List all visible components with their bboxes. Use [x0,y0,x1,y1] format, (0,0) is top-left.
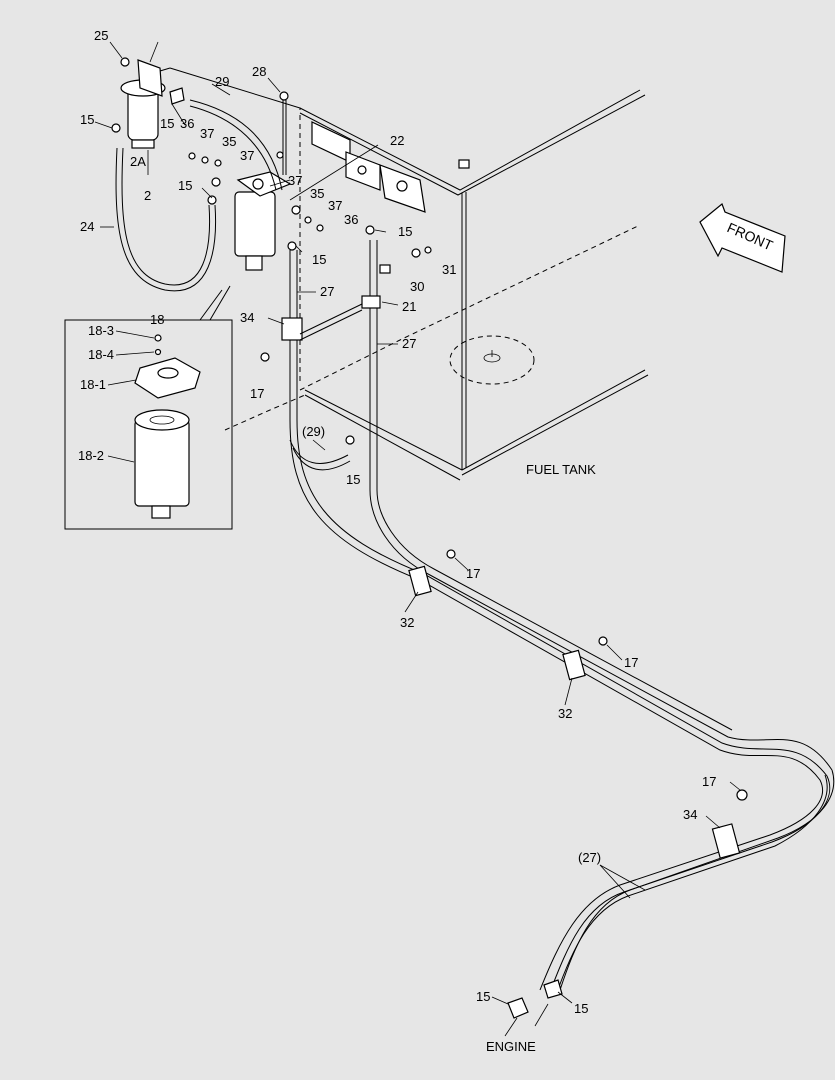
label-31: 31 [442,262,456,277]
water-separator [111,57,185,149]
label-36-b: 36 [344,212,358,227]
label-24: 24 [80,219,94,234]
label-fuel-tank: FUEL TANK [526,462,596,477]
label-2: 2 [144,188,151,203]
label-15-h: 15 [574,1001,588,1016]
fuel-filter [234,151,292,271]
label-25: 25 [94,28,108,43]
detail-box-18 [64,285,233,530]
label-18-2: 18-2 [78,448,104,463]
label-29: 29 [215,74,229,89]
label-29-ref: (29) [302,424,325,439]
label-2A: 2A [130,154,146,169]
label-18-3: 18-3 [88,323,114,338]
leader-lines [94,41,741,1037]
label-18-4: 18-4 [88,347,114,362]
fuel-hoses [289,240,835,996]
label-28: 28 [252,64,266,79]
label-17-a: 17 [250,386,264,401]
label-18: 18 [150,312,164,327]
label-36-a: 36 [180,116,194,131]
label-15-a: 15 [80,112,94,127]
label-22: 22 [390,133,404,148]
label-15-g: 15 [476,989,490,1004]
label-34-b: 34 [683,807,697,822]
label-35-a: 35 [222,134,236,149]
label-15-d: 15 [398,224,412,239]
label-17-c: 17 [624,655,638,670]
label-engine: ENGINE [486,1039,536,1054]
label-15-e: 15 [312,252,326,267]
front-arrow: FRONT [699,203,786,273]
label-37-d: 37 [328,198,342,213]
label-15-f: 15 [346,472,360,487]
label-15-b: 15 [160,116,174,131]
label-37-c: 37 [288,173,302,188]
label-17-b: 17 [466,566,480,581]
label-18-1: 18-1 [80,377,106,392]
label-32-a: 32 [400,615,414,630]
part-labels: 25 29 28 15 15 36 37 35 37 2A 2 15 37 22… [78,28,716,1054]
label-34-a: 34 [240,310,254,325]
label-27-a: 27 [320,284,334,299]
label-27-ref: (27) [578,850,601,865]
fuel-tank [149,67,649,481]
label-15-c: 15 [178,178,192,193]
label-37-a: 37 [200,126,214,141]
label-37-b: 37 [240,148,254,163]
label-30: 30 [410,279,424,294]
label-35-b: 35 [310,186,324,201]
label-17-d: 17 [702,774,716,789]
label-32-b: 32 [558,706,572,721]
label-21: 21 [402,299,416,314]
label-27-b: 27 [402,336,416,351]
